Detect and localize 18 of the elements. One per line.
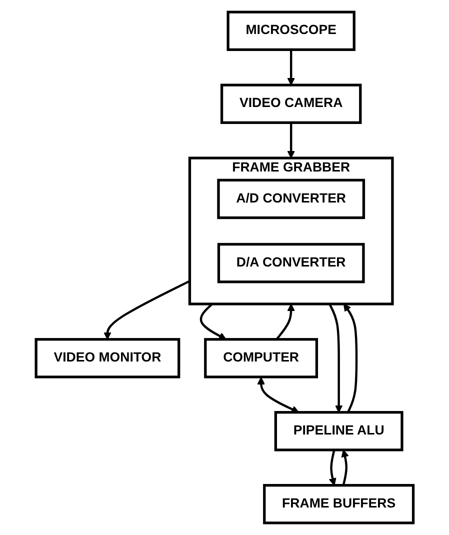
- arrow: [256, 376, 299, 413]
- arrow: [343, 304, 358, 413]
- node-box: VIDEO CAMERA: [220, 84, 362, 124]
- arrow: [341, 450, 349, 486]
- arrow: [328, 303, 343, 413]
- node-box: A/D CONVERTER: [216, 178, 365, 220]
- arrow: [328, 450, 336, 486]
- arrow: [200, 303, 226, 340]
- node-box: VIDEO MONITOR: [34, 338, 180, 378]
- arrow: [287, 122, 295, 158]
- arrow: [276, 304, 295, 340]
- node-box: MICROSCOPE: [226, 10, 356, 51]
- node-box: PIPELINE ALU: [274, 411, 404, 452]
- node-box: D/A CONVERTER: [217, 242, 365, 284]
- node-box: FRAME BUFFERS: [262, 484, 414, 524]
- arrow: [103, 280, 190, 340]
- node-box: COMPUTER: [204, 338, 318, 378]
- arrow: [287, 50, 295, 86]
